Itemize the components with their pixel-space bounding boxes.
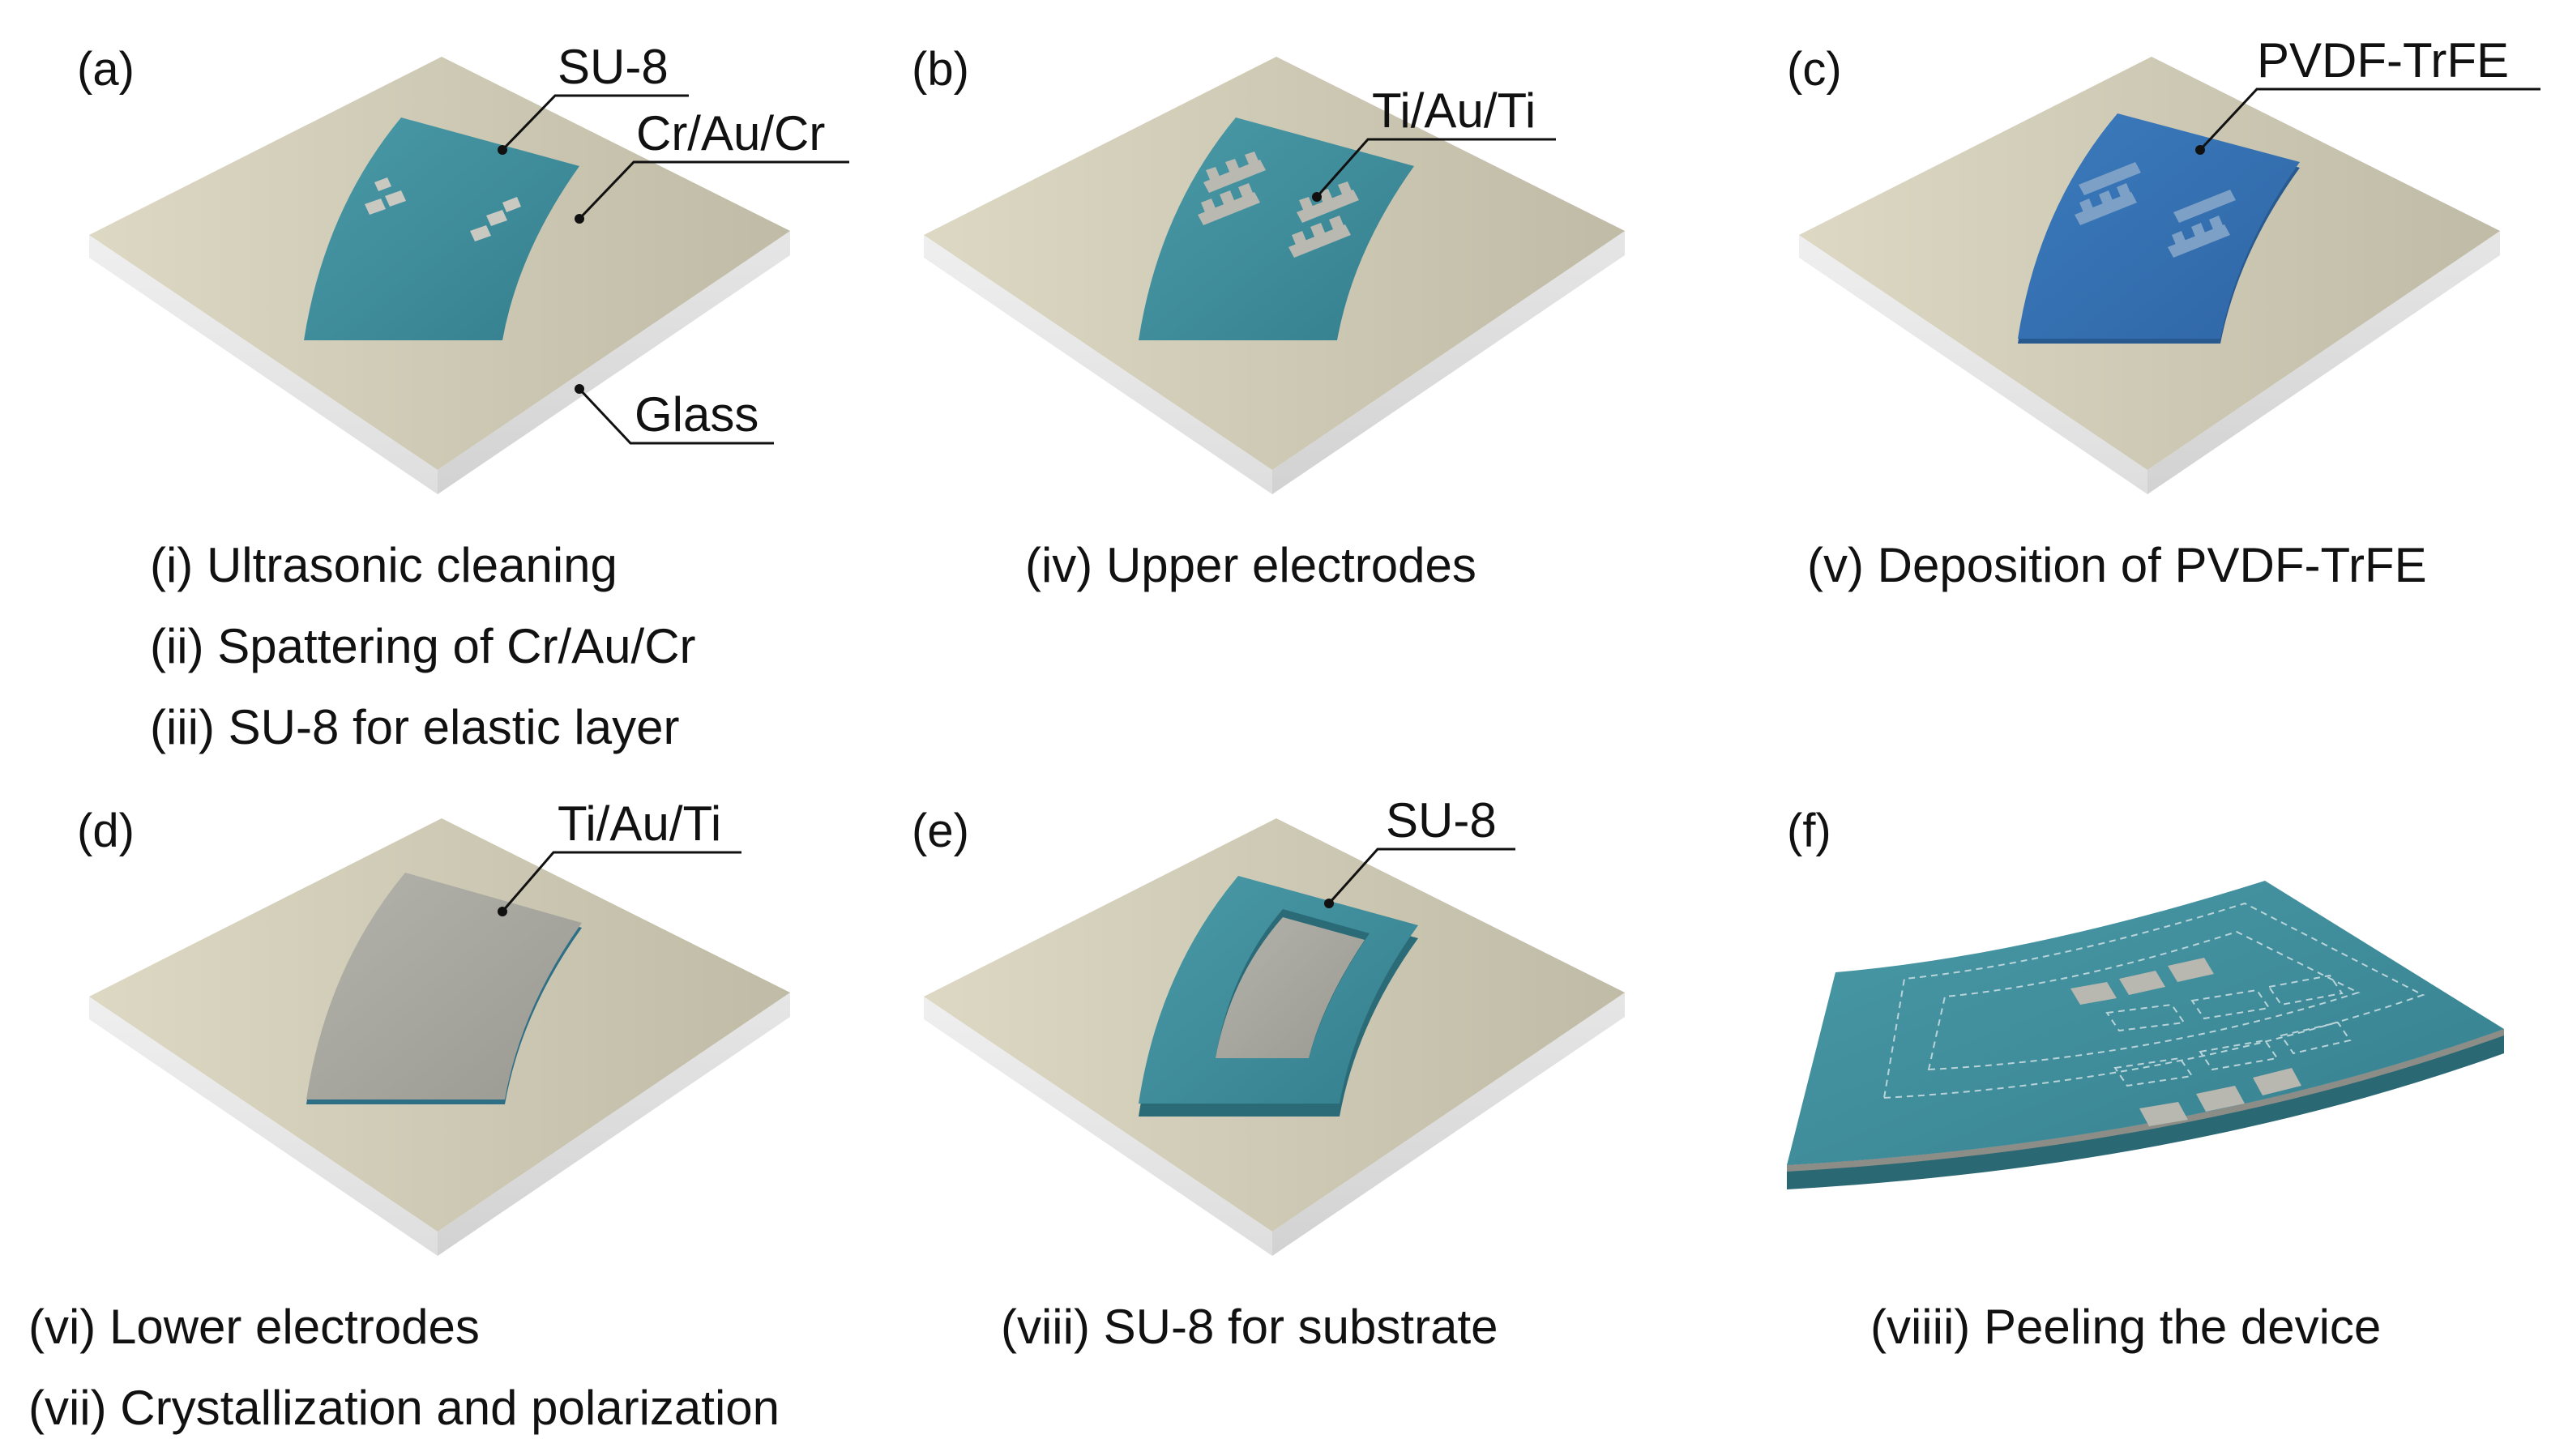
covered-electrodes: [2075, 162, 2236, 258]
panel-b: (b) Ti/Au/Ti (iv) Upper electrodes: [912, 43, 1625, 592]
lower-electrode-layer: [306, 873, 582, 1099]
device-top-surface: [1787, 881, 2504, 1165]
panel-f: (f) (viiii) Peeling the device: [1787, 805, 2504, 1354]
callout-pvdf-trfe: PVDF-TrFE: [2195, 33, 2540, 155]
caption-step-vi: (vi) Lower electrodes: [28, 1300, 480, 1354]
panel-letter-a: (a): [77, 43, 135, 96]
device-side-edge: [1787, 1029, 2504, 1189]
pvdf-trfe-film: [2018, 113, 2300, 339]
su8-elastic-layer: [304, 117, 579, 340]
callout-glass: Glass: [575, 384, 774, 445]
caption-step-viiii: (viiii) Peeling the device: [1870, 1300, 2381, 1354]
embedded-electrode-outlines: [1882, 902, 2425, 1099]
glass-right-side: [438, 231, 790, 494]
callout-su8: SU-8: [498, 40, 689, 155]
panel-letter-f: (f): [1787, 805, 1831, 857]
electrode-pads: [2070, 958, 2301, 1126]
callout-label-glass: Glass: [635, 387, 759, 442]
peeled-device: [1787, 881, 2504, 1189]
panel-letter-e: (e): [912, 805, 969, 857]
callout-label-su8: SU-8: [558, 40, 669, 94]
upper-electrodes: [1198, 152, 1359, 258]
caption-step-viii: (viii) SU-8 for substrate: [1001, 1300, 1498, 1354]
callout-label-cr-au-cr: Cr/Au/Cr: [636, 106, 825, 160]
callout-ti-au-ti-upper: Ti/Au/Ti: [1312, 83, 1556, 202]
glass-left-side: [89, 235, 438, 494]
callout-label-ti-au-ti-lower: Ti/Au/Ti: [558, 796, 721, 851]
panel-a: (a) SU-8 Cr/Au/Cr Glass (i) Ultrasonic c…: [77, 40, 849, 754]
caption-step-ii: (ii) Spattering of Cr/Au/Cr: [150, 619, 696, 673]
caption-step-i: (i) Ultrasonic cleaning: [150, 538, 617, 592]
callout-su8-substrate: SU-8: [1324, 793, 1515, 908]
panel-c: (c) PVDF-TrFE (v) Deposition of PVDF-TrF…: [1787, 33, 2540, 592]
callout-cr-au-cr: Cr/Au/Cr: [575, 106, 849, 224]
panel-letter-c: (c): [1787, 43, 1842, 96]
caption-step-iii: (iii) SU-8 for elastic layer: [150, 700, 679, 754]
caption-step-vii: (vii) Crystallization and polarization: [28, 1381, 780, 1435]
panel-d: (d) Ti/Au/Ti (vi) Lower electrodes (vii)…: [28, 796, 790, 1435]
panel-letter-d: (d): [77, 805, 135, 857]
callout-ti-au-ti-lower: Ti/Au/Ti: [498, 796, 741, 916]
panel-letter-b: (b): [912, 43, 969, 96]
callout-label-ti-au-ti-upper: Ti/Au/Ti: [1372, 83, 1536, 138]
su8-openings: [365, 177, 521, 241]
callout-label-su8-substrate: SU-8: [1386, 793, 1497, 848]
caption-step-iv: (iv) Upper electrodes: [1025, 538, 1476, 592]
callout-label-pvdf-trfe: PVDF-TrFE: [2257, 33, 2509, 88]
caption-step-v: (v) Deposition of PVDF-TrFE: [1807, 538, 2427, 592]
panel-e: (e) SU-8 (viii) SU-8 for substrate: [912, 793, 1625, 1354]
exposed-electrode-window: [1216, 917, 1365, 1058]
